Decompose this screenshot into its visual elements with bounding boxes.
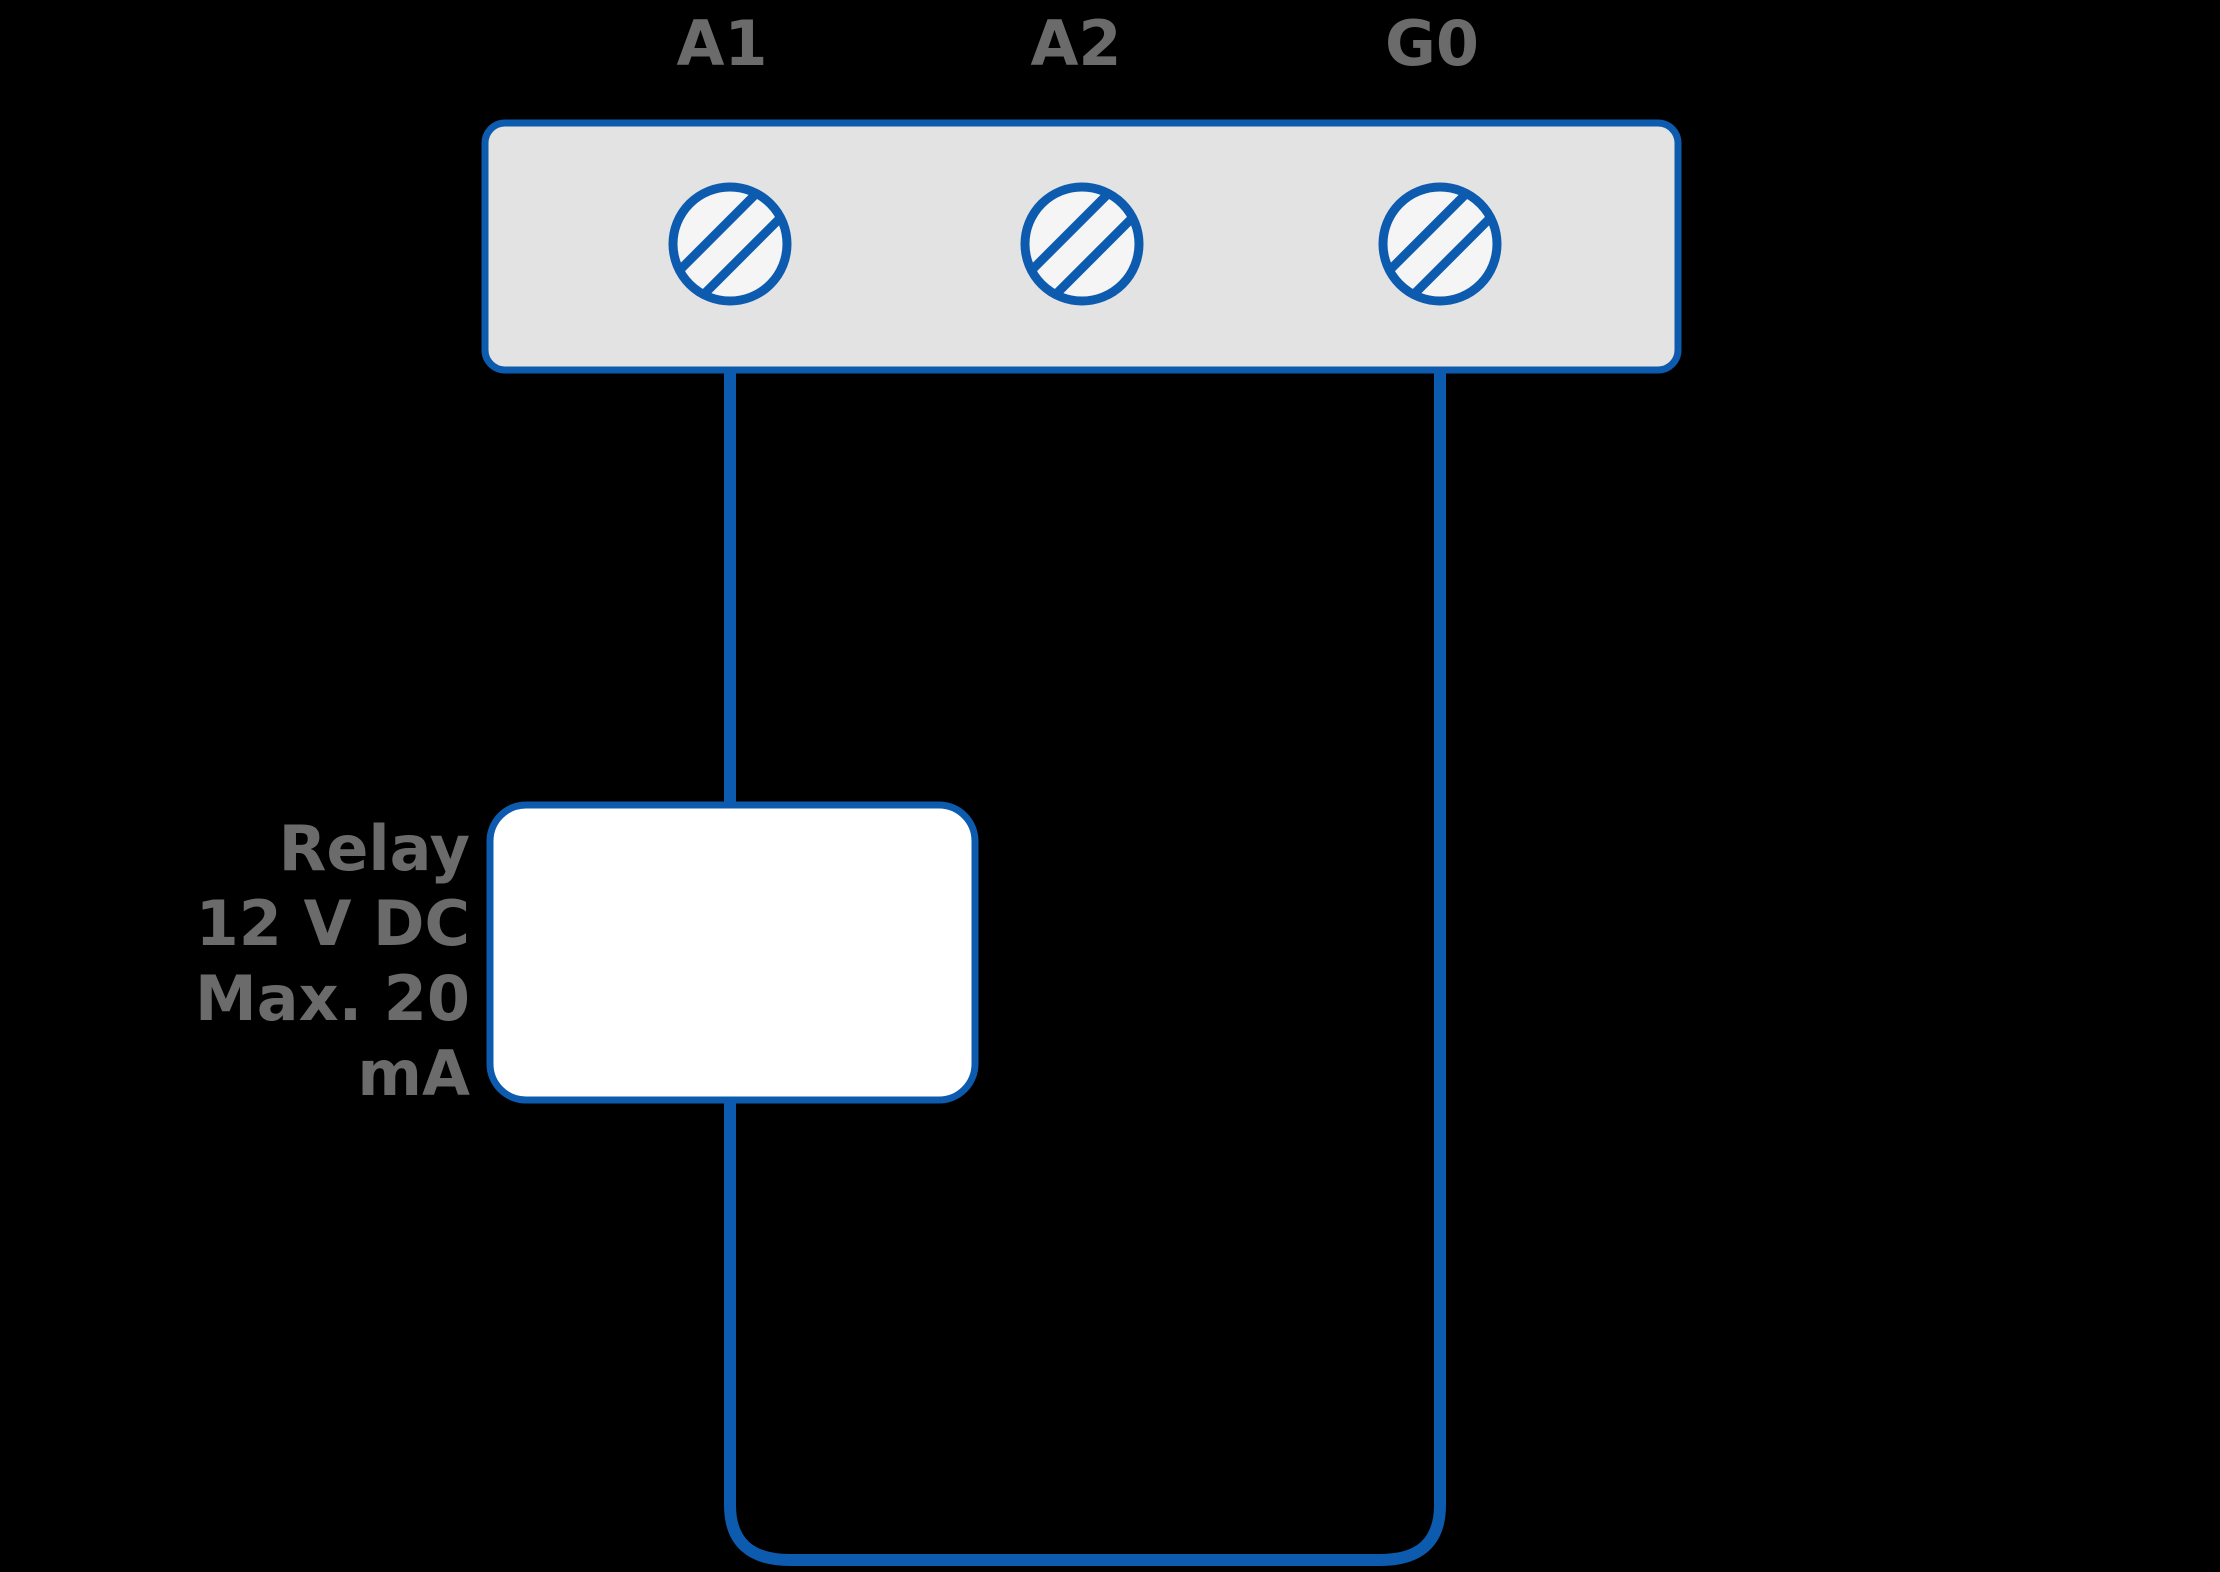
relay-coil-body — [486, 801, 979, 1104]
screw-terminal-g0-circle — [1378, 182, 1502, 306]
relay-label-line-2: 12 V DC — [196, 887, 470, 960]
relay-label-group: Relay 12 V DC Max. 20 mA — [195, 812, 470, 1110]
relay-coil[interactable] — [486, 801, 979, 1104]
screw-terminal-a1-circle — [668, 182, 792, 306]
wiring-group — [724, 370, 1446, 1566]
terminal-label-a1: A1 — [676, 7, 767, 80]
terminal-labels-group: A1 A2 G0 — [676, 7, 1479, 80]
relay-label-line-4: mA — [357, 1037, 470, 1110]
terminal-strip[interactable] — [481, 119, 1682, 374]
relay-label-line-1: Relay — [279, 812, 470, 885]
terminal-label-a2: A2 — [1030, 7, 1121, 80]
screw-terminal-a2-circle — [1020, 182, 1144, 306]
relay-label-line-3: Max. 20 — [195, 962, 470, 1035]
terminal-label-g0: G0 — [1385, 7, 1479, 80]
wire-relay-bottom-to-g0 — [724, 370, 1446, 1566]
